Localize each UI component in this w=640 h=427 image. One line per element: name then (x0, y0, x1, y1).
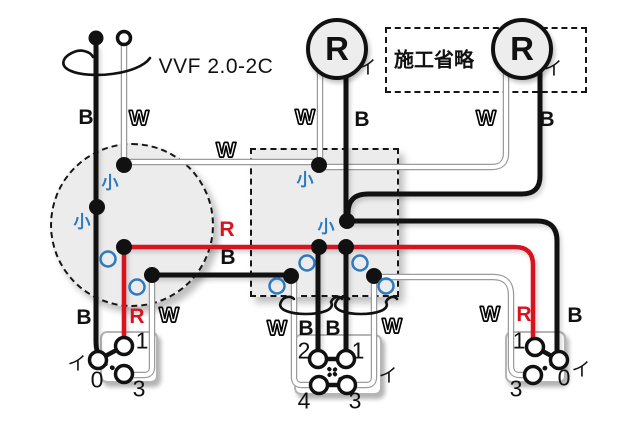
wire-red-horizontal (124, 244, 536, 338)
cable-loop-source (62, 49, 152, 77)
terminal-4way-4: 4 (297, 387, 311, 414)
wire-label-w-leftswitch: W (158, 303, 179, 327)
terminal-left-0: 0 (90, 366, 104, 393)
sleeve-mark-mid-w: 小 (296, 170, 314, 190)
terminal-right-3: 3 (509, 375, 523, 402)
wire-label-b-lamp1: B (354, 108, 370, 131)
wire-label-w-rightswitch: W (479, 302, 500, 326)
cable-loop-marks (62, 49, 399, 316)
sleeve-mark-left-w: 小 (101, 173, 119, 193)
cable-loop-4way-left (279, 295, 344, 316)
junction-dots (89, 157, 382, 284)
wire-label-b-4way-left: B (298, 317, 314, 340)
wire-label-r-leftswitch: R (129, 305, 145, 328)
wire-label-r-branch: R (219, 218, 235, 241)
circuit-mark-right-switch: イ (571, 359, 591, 381)
wire-label-b-4way-right: B (325, 317, 341, 340)
terminal-right-1: 1 (512, 327, 526, 354)
terminal-left-3: 3 (132, 375, 146, 402)
circuit-mark-lamp1: イ (357, 57, 377, 79)
cable-loop-4way-right (334, 295, 399, 316)
circuit-mark-lamp2: イ (543, 58, 563, 80)
omission-label: 施工省略 (394, 49, 474, 72)
sleeve-mark-mid-b: 小 (317, 217, 335, 237)
wire-label-b-source: B (78, 106, 94, 129)
wire-label-w-lamp1: W (294, 105, 315, 129)
red-wires (121, 244, 536, 338)
white-wires (120, 45, 524, 389)
wire-lamp2-black (345, 71, 543, 221)
wire-label-w-4way-left: W (266, 316, 287, 340)
lamp-left-symbol: R (325, 30, 349, 67)
omission-dashed-box (385, 27, 587, 93)
terminal-4way-1: 1 (351, 337, 365, 364)
circuit-mark-left-switch: イ (67, 353, 87, 375)
terminal-left-1: 1 (135, 327, 149, 354)
connector-circle-marks (99, 250, 395, 296)
wire-label-b-rightswitch: B (567, 304, 583, 327)
circuit-mark-4way-switch: イ (378, 365, 398, 387)
cable-spec-label: VVF 2.0-2C (158, 55, 274, 78)
terminal-right-0: 0 (557, 364, 571, 391)
wire-label-b-branch: B (220, 246, 236, 269)
wire-label-r-rightswitch: R (516, 303, 532, 326)
switch-terminals (87, 335, 570, 396)
lamp-left: R (306, 18, 368, 80)
source-neutral-circle (115, 29, 133, 47)
wire-label-w-4way-right: W (381, 314, 402, 338)
source-live-dot (88, 30, 104, 46)
terminal-4way-3: 3 (348, 387, 362, 414)
wire-label-b-lamp2: B (539, 108, 555, 131)
wire-to-right-switch-black (347, 218, 560, 352)
lamp-right: R (491, 18, 553, 80)
wire-label-w-branch: W (215, 138, 236, 162)
wire-label-b-leftswitch: B (76, 306, 92, 329)
junction-box-left-circle (50, 143, 214, 307)
lamp-right-symbol: R (510, 30, 534, 67)
wire-label-w-lamp2: W (475, 106, 496, 130)
power-source-terminals (88, 29, 133, 47)
terminal-4way-2: 2 (297, 337, 311, 364)
sleeve-mark-left-b: 小 (73, 212, 91, 232)
wire-label-w-source: W (128, 106, 149, 130)
